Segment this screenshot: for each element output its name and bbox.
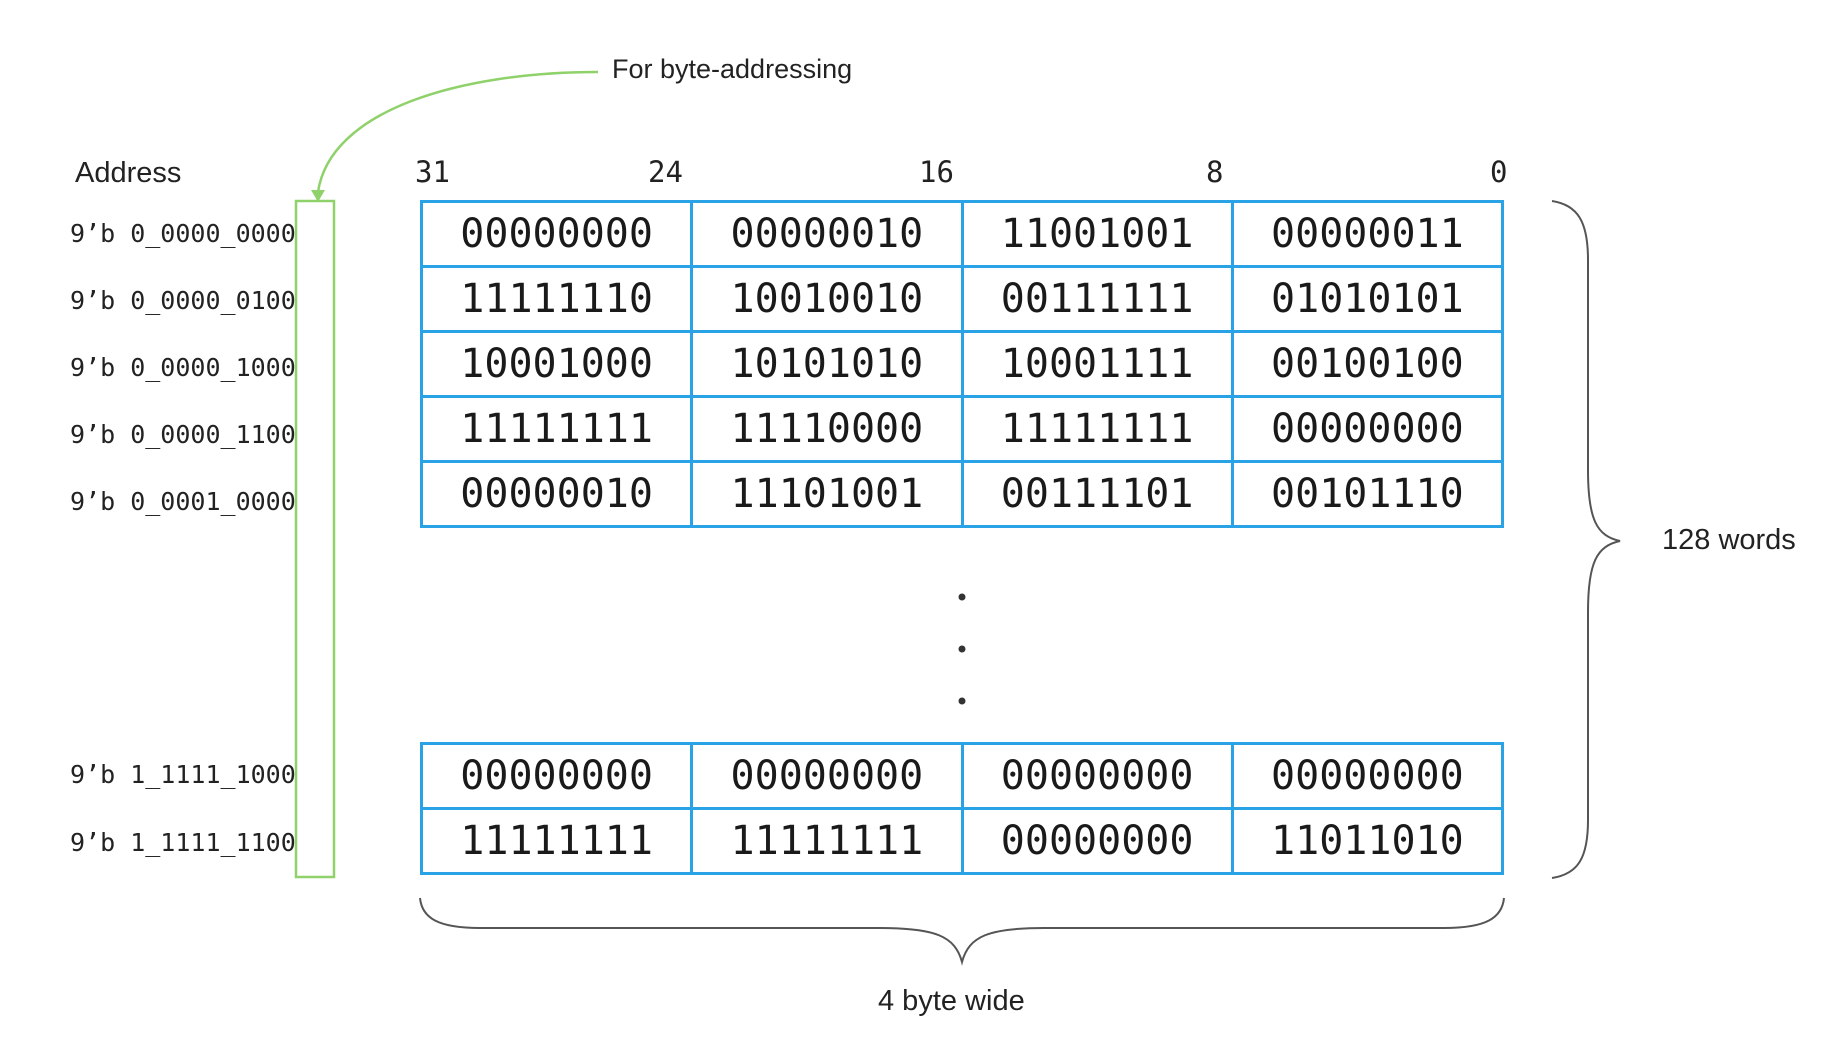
memory-word-row: 10001000 10101010 10001111 00100100 [419,330,1505,398]
annotation-label: For byte-addressing [612,54,853,84]
address-label: 9’b 0_0000_1000 [70,353,296,382]
byte-cell: 11111111 [690,807,964,875]
ellipsis-dot [958,593,966,601]
byte-cell: 11101001 [690,460,964,528]
byte-cell: 00000000 [1230,742,1505,810]
memory-word-row: 11111111 11110000 11111111 00000000 [419,395,1505,463]
bit-label-8: 8 [1206,155,1224,189]
bit-label-24: 24 [648,155,683,189]
byte-cell: 10001000 [419,330,694,398]
arrow-head [311,190,325,202]
byte-cell: 11011010 [1230,807,1505,875]
byte-cell: 00000000 [690,742,964,810]
byte-cell: 11111111 [419,395,694,463]
memory-words-top: 00000000 00000010 11001001 00000011 1111… [419,200,1505,528]
bit-label-0: 0 [1490,155,1508,189]
address-label: 9’b 1_1111_1100 [70,828,296,857]
byte-cell: 11111111 [419,807,694,875]
memory-word-row: 11111111 11111111 00000000 11011010 [419,807,1505,875]
byte-cell: 00000000 [419,742,694,810]
bit-label-31: 31 [415,155,450,189]
address-label: 9’b 0_0000_0100 [70,286,296,315]
byte-cell: 11111110 [419,265,694,333]
byte-cell: 10101010 [690,330,964,398]
bit-label-16: 16 [919,155,954,189]
ellipsis-dot [958,697,966,705]
ellipsis-dot [958,645,966,653]
byte-cell: 00000000 [960,742,1234,810]
byte-cell: 11110000 [690,395,964,463]
byte-cell: 00000010 [419,460,694,528]
byte-cell: 00101110 [1230,460,1505,528]
byte-cell: 00000000 [419,200,694,268]
memory-words-bottom: 00000000 00000000 00000000 00000000 1111… [419,742,1505,875]
byte-addressing-arrow [316,70,599,193]
memory-word-row: 00000000 00000010 11001001 00000011 [419,200,1505,268]
byte-cell: 11111111 [960,395,1234,463]
byte-address-highlight [294,199,336,879]
byte-cell: 00100100 [1230,330,1505,398]
memory-word-row: 00000010 11101001 00111101 00101110 [419,460,1505,528]
bottom-brace [419,897,1505,966]
byte-cell: 00000010 [690,200,964,268]
address-label: 9’b 0_0000_0000 [70,219,296,248]
right-brace [1551,200,1621,879]
byte-cell: 00000011 [1230,200,1505,268]
byte-cell: 00111111 [960,265,1234,333]
address-label: 9’b 1_1111_1000 [70,760,296,789]
memory-word-row: 00000000 00000000 00000000 00000000 [419,742,1505,810]
memory-word-row: 11111110 10010010 00111111 01010101 [419,265,1505,333]
address-header: Address [75,157,182,189]
byte-cell: 10010010 [690,265,964,333]
width-label: 4 byte wide [878,985,1025,1017]
word-count-label: 128 words [1662,524,1796,556]
byte-cell: 00000000 [1230,395,1505,463]
byte-cell: 00000000 [960,807,1234,875]
byte-cell: 01010101 [1230,265,1505,333]
address-label: 9’b 0_0001_0000 [70,487,296,516]
byte-cell: 11001001 [960,200,1234,268]
address-label: 9’b 0_0000_1100 [70,420,296,449]
byte-cell: 10001111 [960,330,1234,398]
byte-cell: 00111101 [960,460,1234,528]
